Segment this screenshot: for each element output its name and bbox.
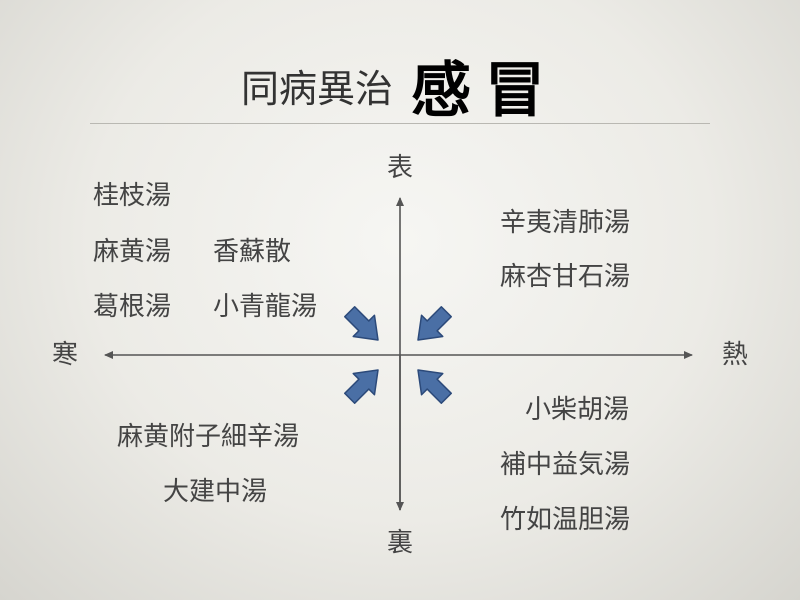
- axis-label-bottom: 裏: [387, 528, 414, 558]
- title-prefix: 同病異治: [240, 67, 393, 111]
- formula-label: 小青龍湯: [213, 292, 318, 322]
- formula-label: 小柴胡湯: [525, 395, 630, 425]
- arrow-bottom-left: [344, 369, 379, 404]
- axis-label-left: 寒: [52, 340, 79, 370]
- arrow-top-right: [417, 306, 452, 341]
- formula-label: 麻黄湯: [93, 237, 172, 267]
- axis-label-right: 熱: [722, 340, 749, 370]
- arrow-bottom-right: [417, 369, 452, 404]
- formula-label: 大建中湯: [163, 477, 268, 507]
- formula-label: 香蘇散: [213, 237, 292, 267]
- axis-label-top: 表: [387, 153, 414, 183]
- formula-label: 竹如温胆湯: [500, 505, 631, 535]
- formula-label: 葛根湯: [93, 292, 172, 322]
- title-main: 感冒: [411, 56, 559, 126]
- formula-label: 辛夷清肺湯: [500, 208, 631, 238]
- arrow-top-left: [344, 306, 379, 341]
- formula-label: 麻杏甘石湯: [500, 262, 631, 292]
- formula-label: 補中益気湯: [500, 450, 631, 480]
- formula-label: 桂枝湯: [93, 181, 172, 211]
- formula-label: 麻黄附子細辛湯: [117, 422, 300, 452]
- title-divider: [90, 123, 710, 124]
- slide-title: 同病異治感冒: [0, 42, 800, 129]
